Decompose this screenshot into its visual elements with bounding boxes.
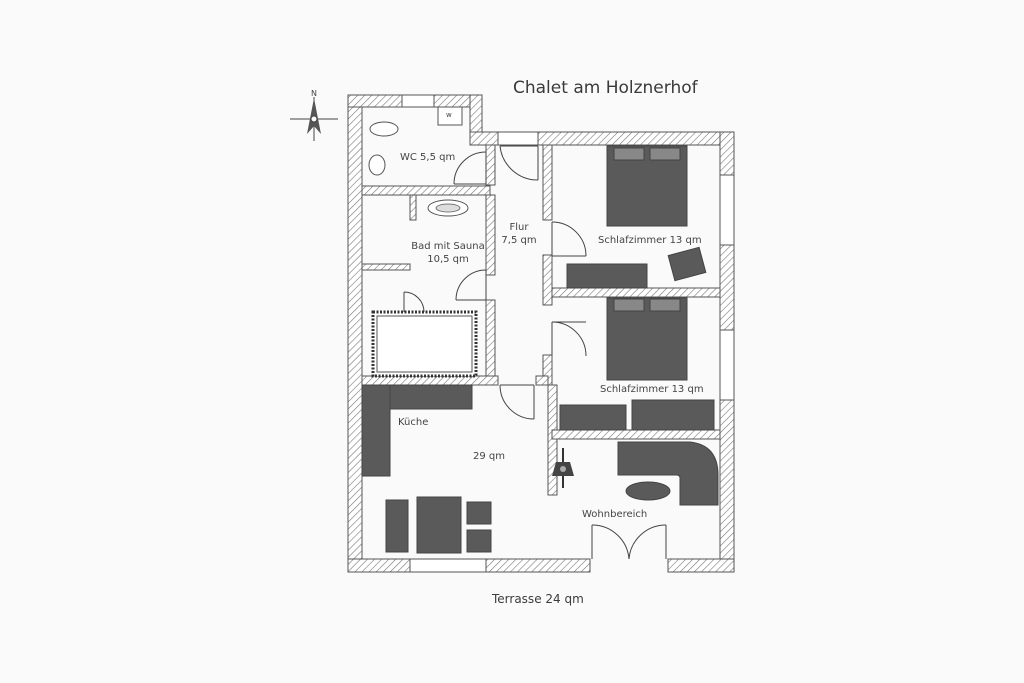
- room-label-bad: Bad mit Sauna 10,5 qm: [408, 241, 488, 266]
- interior-walls: [361, 144, 721, 496]
- living-furniture: [552, 441, 719, 506]
- wc-fixtures: [368, 106, 463, 176]
- room-label-flur-area: 7,5 qm: [501, 234, 537, 246]
- compass-label: N: [311, 89, 317, 98]
- doors: [403, 145, 667, 560]
- room-label-schlafzimmer-1: Schlafzimmer 13 qm: [598, 235, 702, 246]
- stove-icon: [552, 448, 574, 488]
- room-label-schlafzimmer-2: Schlafzimmer 13 qm: [600, 384, 704, 395]
- compass-icon: [290, 97, 338, 141]
- bedroom-1-furniture: [566, 145, 707, 289]
- room-label-bad-name: Bad mit Sauna: [411, 241, 485, 252]
- room-label-wohnbereich: Wohnbereich: [582, 509, 648, 520]
- plan-title: Chalet am Holznerhof: [513, 78, 698, 98]
- room-label-flur-name: Flur: [509, 222, 529, 233]
- room-label-kueche: Küche: [398, 417, 429, 428]
- room-label-wohn-area: 29 qm: [473, 451, 505, 462]
- wc-fixture-label: w: [446, 111, 452, 119]
- terrace-label: Terrasse 24 qm: [492, 592, 584, 606]
- kitchen-furniture: [361, 384, 492, 554]
- windows: [401, 94, 735, 573]
- bath-fixtures: [371, 199, 478, 378]
- room-label-flur: Flur 7,5 qm: [495, 222, 543, 247]
- bedroom-2-furniture: [559, 297, 715, 431]
- room-label-bad-area: 10,5 qm: [427, 253, 469, 265]
- room-label-wc: WC 5,5 qm: [400, 152, 456, 163]
